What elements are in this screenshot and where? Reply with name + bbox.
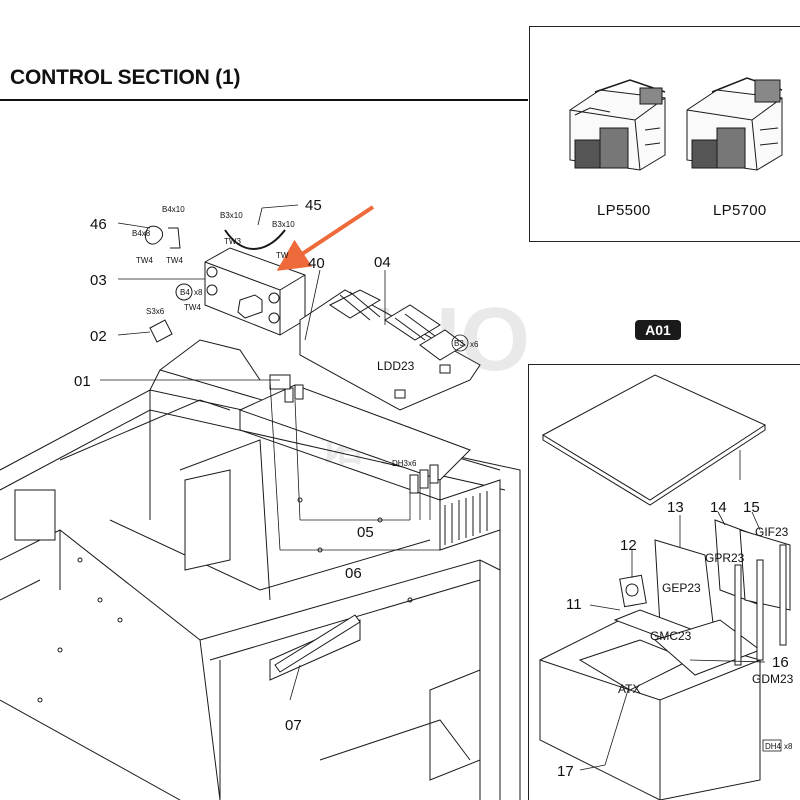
callout-02: 02: [90, 328, 107, 345]
callout-13: 13: [667, 499, 684, 516]
callout-14: 14: [710, 499, 727, 516]
frame-bracket-07: [274, 614, 361, 673]
main-chassis-frame: [0, 369, 521, 800]
board-label-ldd23: LDD23: [377, 359, 415, 373]
callout-40: 40: [308, 255, 325, 272]
fastener-label-dh4: DH4: [765, 742, 782, 751]
callout-01: 01: [74, 373, 91, 390]
callout-04: 04: [374, 254, 391, 271]
printer-lp5700-icon: [686, 77, 783, 171]
page-title: CONTROL SECTION (1): [10, 66, 241, 89]
callout-07: 07: [285, 717, 302, 734]
callout-17: 17: [557, 763, 574, 780]
fastener-label-b4x8: B4x8: [132, 229, 151, 238]
assembly-a01-box: [528, 364, 800, 800]
fastener-label-dh4x8: x8: [784, 742, 793, 751]
fastener-label-tw4-c: TW4: [184, 303, 201, 312]
model-label-lp5700: LP5700: [713, 202, 767, 219]
board-label-gep23: GEP23: [662, 581, 701, 595]
fastener-label-b3x10-b: B3x10: [272, 220, 295, 229]
a01-cover-plate: [541, 374, 767, 506]
title-underline: [0, 99, 528, 101]
fastener-label-tw3: TW3: [224, 237, 241, 246]
highlight-arrow: [276, 205, 375, 271]
a01-expansion-boards: [613, 519, 791, 676]
printer-lp5500-icon: [569, 79, 666, 171]
callout-06: 06: [345, 565, 362, 582]
fastener-label-tw4-b: TW4: [166, 256, 183, 265]
control-board-tray: [159, 339, 471, 501]
leader-lines: [100, 204, 766, 771]
fastener-label-b3-circle: B3: [454, 339, 464, 348]
fastener-label-b3x10-a: B3x10: [220, 211, 243, 220]
callout-46: 46: [90, 216, 107, 233]
board-label-gmc23: GMC23: [650, 629, 692, 643]
assembly-a01-tag: A01: [635, 320, 681, 340]
callout-11: 11: [566, 596, 582, 613]
callout-12: 12: [620, 537, 637, 554]
callout-15: 15: [743, 499, 760, 516]
callout-05: 05: [357, 524, 374, 541]
fastener-label-s3x6: S3x6: [146, 307, 165, 316]
callout-16: 16: [772, 654, 789, 671]
model-applicability-box: [529, 26, 800, 242]
dh4-box: [762, 739, 782, 752]
model-label-lp5500: LP5500: [597, 202, 651, 219]
fastener-label-b4-circle: B4: [180, 288, 190, 297]
callout-45: 45: [305, 197, 322, 214]
board-label-gpr23: GPR23: [705, 551, 745, 565]
fastener-label-dh3x6: DH3x6: [392, 459, 417, 468]
callout-03: 03: [90, 272, 107, 289]
board-label-atx: ATX: [618, 682, 640, 696]
ldd23-board: [299, 289, 481, 411]
fastener-label-b4x10: B4x10: [162, 205, 185, 214]
fastener-label-x8: x8: [194, 288, 203, 297]
fastener-label-b3x6: x6: [470, 340, 479, 349]
board-label-gdm23: GDM23: [752, 672, 794, 686]
board-label-gif23: GIF23: [755, 525, 789, 539]
fastener-label-tw4-a: TW4: [136, 256, 153, 265]
wire-harness-clamp: [144, 225, 286, 343]
fastener-label-tw-partial: TW: [276, 251, 289, 260]
b3-screw-circle: [451, 334, 469, 352]
